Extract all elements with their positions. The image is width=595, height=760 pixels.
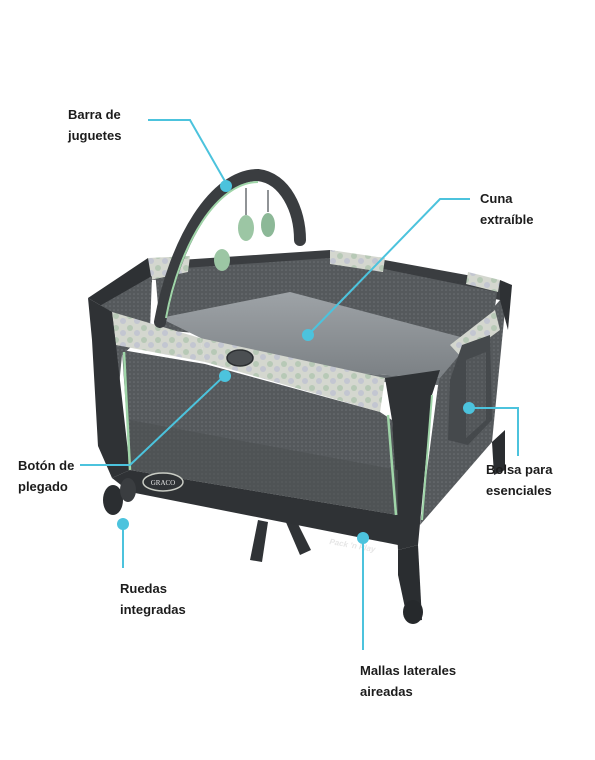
front-rail-fabric [112, 312, 205, 362]
callout-dot-fold-button [219, 370, 231, 382]
callout-label-fold-button: Botón de plegado [18, 455, 74, 497]
callout-label-line: Cuna [480, 191, 513, 206]
toy-bar-arch [154, 168, 306, 328]
model-mark: Pack 'n Play [329, 537, 377, 554]
callout-dot-bassinet [302, 329, 314, 341]
callout-label-line: Botón de [18, 458, 75, 473]
center-leg [250, 520, 268, 562]
wheel [103, 485, 123, 515]
callout-label-line: juguetes [68, 128, 122, 143]
fold-button [226, 349, 254, 367]
callout-label-wheels: Ruedas integradas [120, 578, 186, 620]
callout-label-line: Ruedas [120, 581, 167, 596]
callout-label-line: Barra de [68, 107, 121, 122]
callout-label-toy-bar: Barra de juguetes [68, 104, 121, 146]
callout-line-fold-button [80, 376, 224, 466]
callout-line-storage-bag [470, 407, 519, 456]
back-rail-fabric [466, 272, 500, 292]
green-piping [386, 414, 398, 516]
green-piping [421, 394, 433, 521]
front-left-post [88, 298, 130, 478]
callout-label-line: extraíble [480, 212, 534, 227]
callout-dot-storage-bag [463, 402, 475, 414]
callout-lines [80, 119, 519, 650]
brand-badge: GRACO [151, 479, 176, 487]
callout-line-toy-bar [148, 119, 227, 184]
toy-bar-arch-highlight [165, 181, 259, 319]
front-right-post [385, 370, 440, 550]
bassinet-edge [213, 345, 440, 385]
callout-dot-toy-bar [220, 180, 232, 192]
front-right-foot [403, 600, 423, 624]
left-side-panel [88, 258, 152, 312]
callout-label-mesh-sides: Mallas laterales aireadas [360, 660, 456, 702]
right-frame [500, 280, 512, 330]
callout-label-line: Bolsa para [486, 462, 553, 477]
storage-bag-mesh [466, 352, 486, 438]
callout-dot-mesh-sides [357, 532, 369, 544]
wheel [120, 478, 136, 502]
callout-dot-wheels [117, 518, 129, 530]
back-right-leg [492, 430, 505, 475]
brand-badge-oval [142, 472, 184, 492]
center-leg [285, 520, 311, 555]
callout-label-line: esenciales [486, 483, 552, 498]
callout-label-line: aireadas [360, 684, 413, 699]
hanging-toy-leaf [238, 215, 254, 241]
callout-label-storage-bag: Bolsa para esenciales [486, 459, 552, 501]
bassinet-mattress [160, 292, 472, 378]
front-mesh-shadow [130, 420, 398, 515]
callout-label-line: Mallas laterales [360, 663, 457, 678]
back-mesh-panel [150, 250, 505, 300]
hanging-toy-leaf [214, 249, 230, 271]
front-bottom-rail [112, 470, 398, 545]
back-rail-fabric [330, 250, 385, 272]
green-piping [122, 351, 132, 471]
playard-illustration: GRACO Pack 'n Play [88, 168, 512, 624]
callout-label-bassinet: Cuna extraíble [480, 188, 533, 230]
hanging-toy-leaf [261, 213, 275, 237]
callout-label-line: plegado [18, 479, 68, 494]
callout-label-line: integradas [120, 602, 186, 617]
callout-line-bassinet [309, 198, 470, 334]
